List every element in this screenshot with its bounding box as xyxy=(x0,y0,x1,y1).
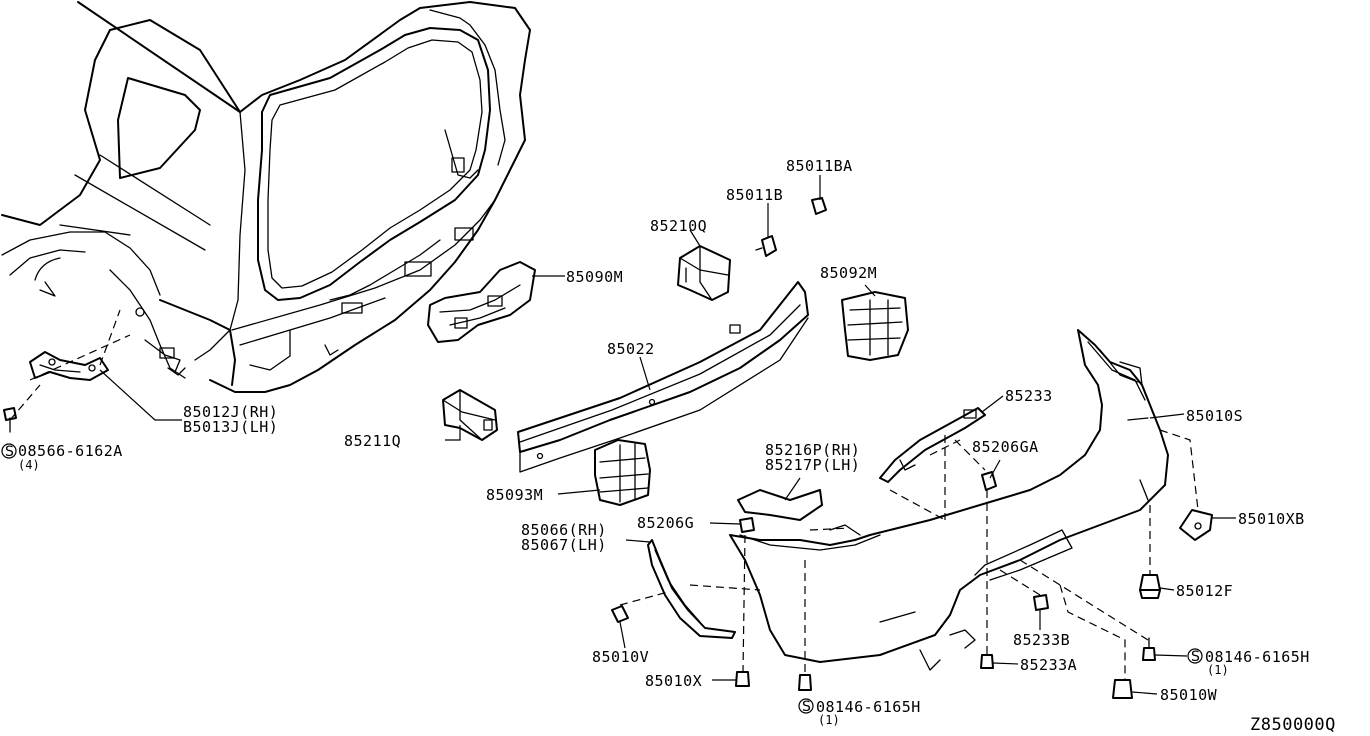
label-85233b: 85233B xyxy=(1013,631,1070,649)
fastener-85012f xyxy=(1139,574,1161,599)
label-85233: 85233 xyxy=(1005,387,1053,405)
clip-85206ga xyxy=(981,471,997,491)
assembly-dash-lines xyxy=(9,309,1199,680)
screw-85233a xyxy=(980,654,994,669)
clip-85010v xyxy=(611,605,629,623)
label-85216p: 85216P(RH) xyxy=(765,441,860,459)
label-85012f: 85012F xyxy=(1176,582,1233,600)
label-85022: 85022 xyxy=(607,340,655,358)
bracket-85090m xyxy=(427,261,536,343)
bracket-85010xb xyxy=(1179,509,1213,541)
retainer-85066 xyxy=(647,539,736,639)
label-85092m: 85092M xyxy=(820,264,877,282)
label-85093m: 85093M xyxy=(486,486,543,504)
clip-85233b xyxy=(1033,594,1049,611)
label-85013j: B5013J(LH) xyxy=(183,418,278,436)
label-85233a: 85233A xyxy=(1020,656,1077,674)
label-85012j: 85012J(RH) xyxy=(183,403,278,421)
screw-symbol-letter: S xyxy=(1191,649,1200,665)
stay-85210q xyxy=(677,245,731,301)
reinforcement-85022 xyxy=(517,281,809,473)
label-85010xb: 85010XB xyxy=(1238,510,1305,528)
screw-85010x xyxy=(735,671,750,687)
diagram-id: Z850000Q xyxy=(1250,715,1336,735)
absorber-85092m xyxy=(841,291,909,361)
vehicle-rear-body xyxy=(1,1,531,393)
label-85217p: 85217P(LH) xyxy=(765,456,860,474)
screw-08146-bottom xyxy=(798,674,812,691)
bumper-fascia-85010s xyxy=(729,329,1169,671)
label-85011ba: 85011BA xyxy=(786,157,853,175)
label-08146-bottom-group: S 08146-6165H (1) xyxy=(798,698,921,727)
label-85010w: 85010W xyxy=(1160,686,1218,704)
screw-symbol-icon xyxy=(798,698,814,714)
label-85010s: 85010S xyxy=(1186,407,1243,425)
stay-85211q xyxy=(442,389,498,441)
label-08146-bottom: 08146-6165H xyxy=(816,698,921,716)
screw-symbol-icon xyxy=(1,443,17,459)
label-85066: 85066(RH) xyxy=(521,521,607,539)
clip-85011b xyxy=(755,235,777,257)
label-08566-qty: (4) xyxy=(18,458,40,472)
leader-lines xyxy=(99,175,1236,695)
part-labels: 85011BA 85011B 85210Q 85090M 85092M 8502… xyxy=(1,157,1336,735)
screw-symbol-letter: S xyxy=(5,444,14,460)
absorber-85093m xyxy=(594,439,651,506)
label-85206g: 85206G xyxy=(637,514,694,532)
label-85210q: 85210Q xyxy=(650,217,707,235)
label-08566: 08566-6162A xyxy=(18,442,123,460)
screw-08146-right xyxy=(1142,637,1156,661)
label-08146-bottom-qty: (1) xyxy=(818,713,840,727)
fastener-85010w xyxy=(1112,679,1133,699)
label-85067: 85067(LH) xyxy=(521,536,607,554)
clip-85011ba xyxy=(811,197,827,215)
label-08146-right-qty: (1) xyxy=(1207,663,1229,677)
clip-85206g xyxy=(739,517,755,533)
label-85011b: 85011B xyxy=(726,186,783,204)
label-85010x: 85010X xyxy=(645,672,702,690)
label-85010v: 85010V xyxy=(592,648,649,666)
label-85090m: 85090M xyxy=(566,268,623,286)
screw-symbol-letter: S xyxy=(802,699,811,715)
label-85206ga: 85206GA xyxy=(972,438,1039,456)
label-08146-right: 08146-6165H xyxy=(1205,648,1310,666)
screw-symbol-icon xyxy=(1187,648,1203,664)
garnish-85216p xyxy=(737,489,823,521)
bracket-85012j xyxy=(29,351,109,381)
label-85211q: 85211Q xyxy=(344,432,401,450)
label-08566-group: S 08566-6162A (4) xyxy=(1,442,123,472)
label-08146-right-group: S 08146-6165H (1) xyxy=(1187,648,1310,677)
bracket-85233 xyxy=(879,407,986,483)
